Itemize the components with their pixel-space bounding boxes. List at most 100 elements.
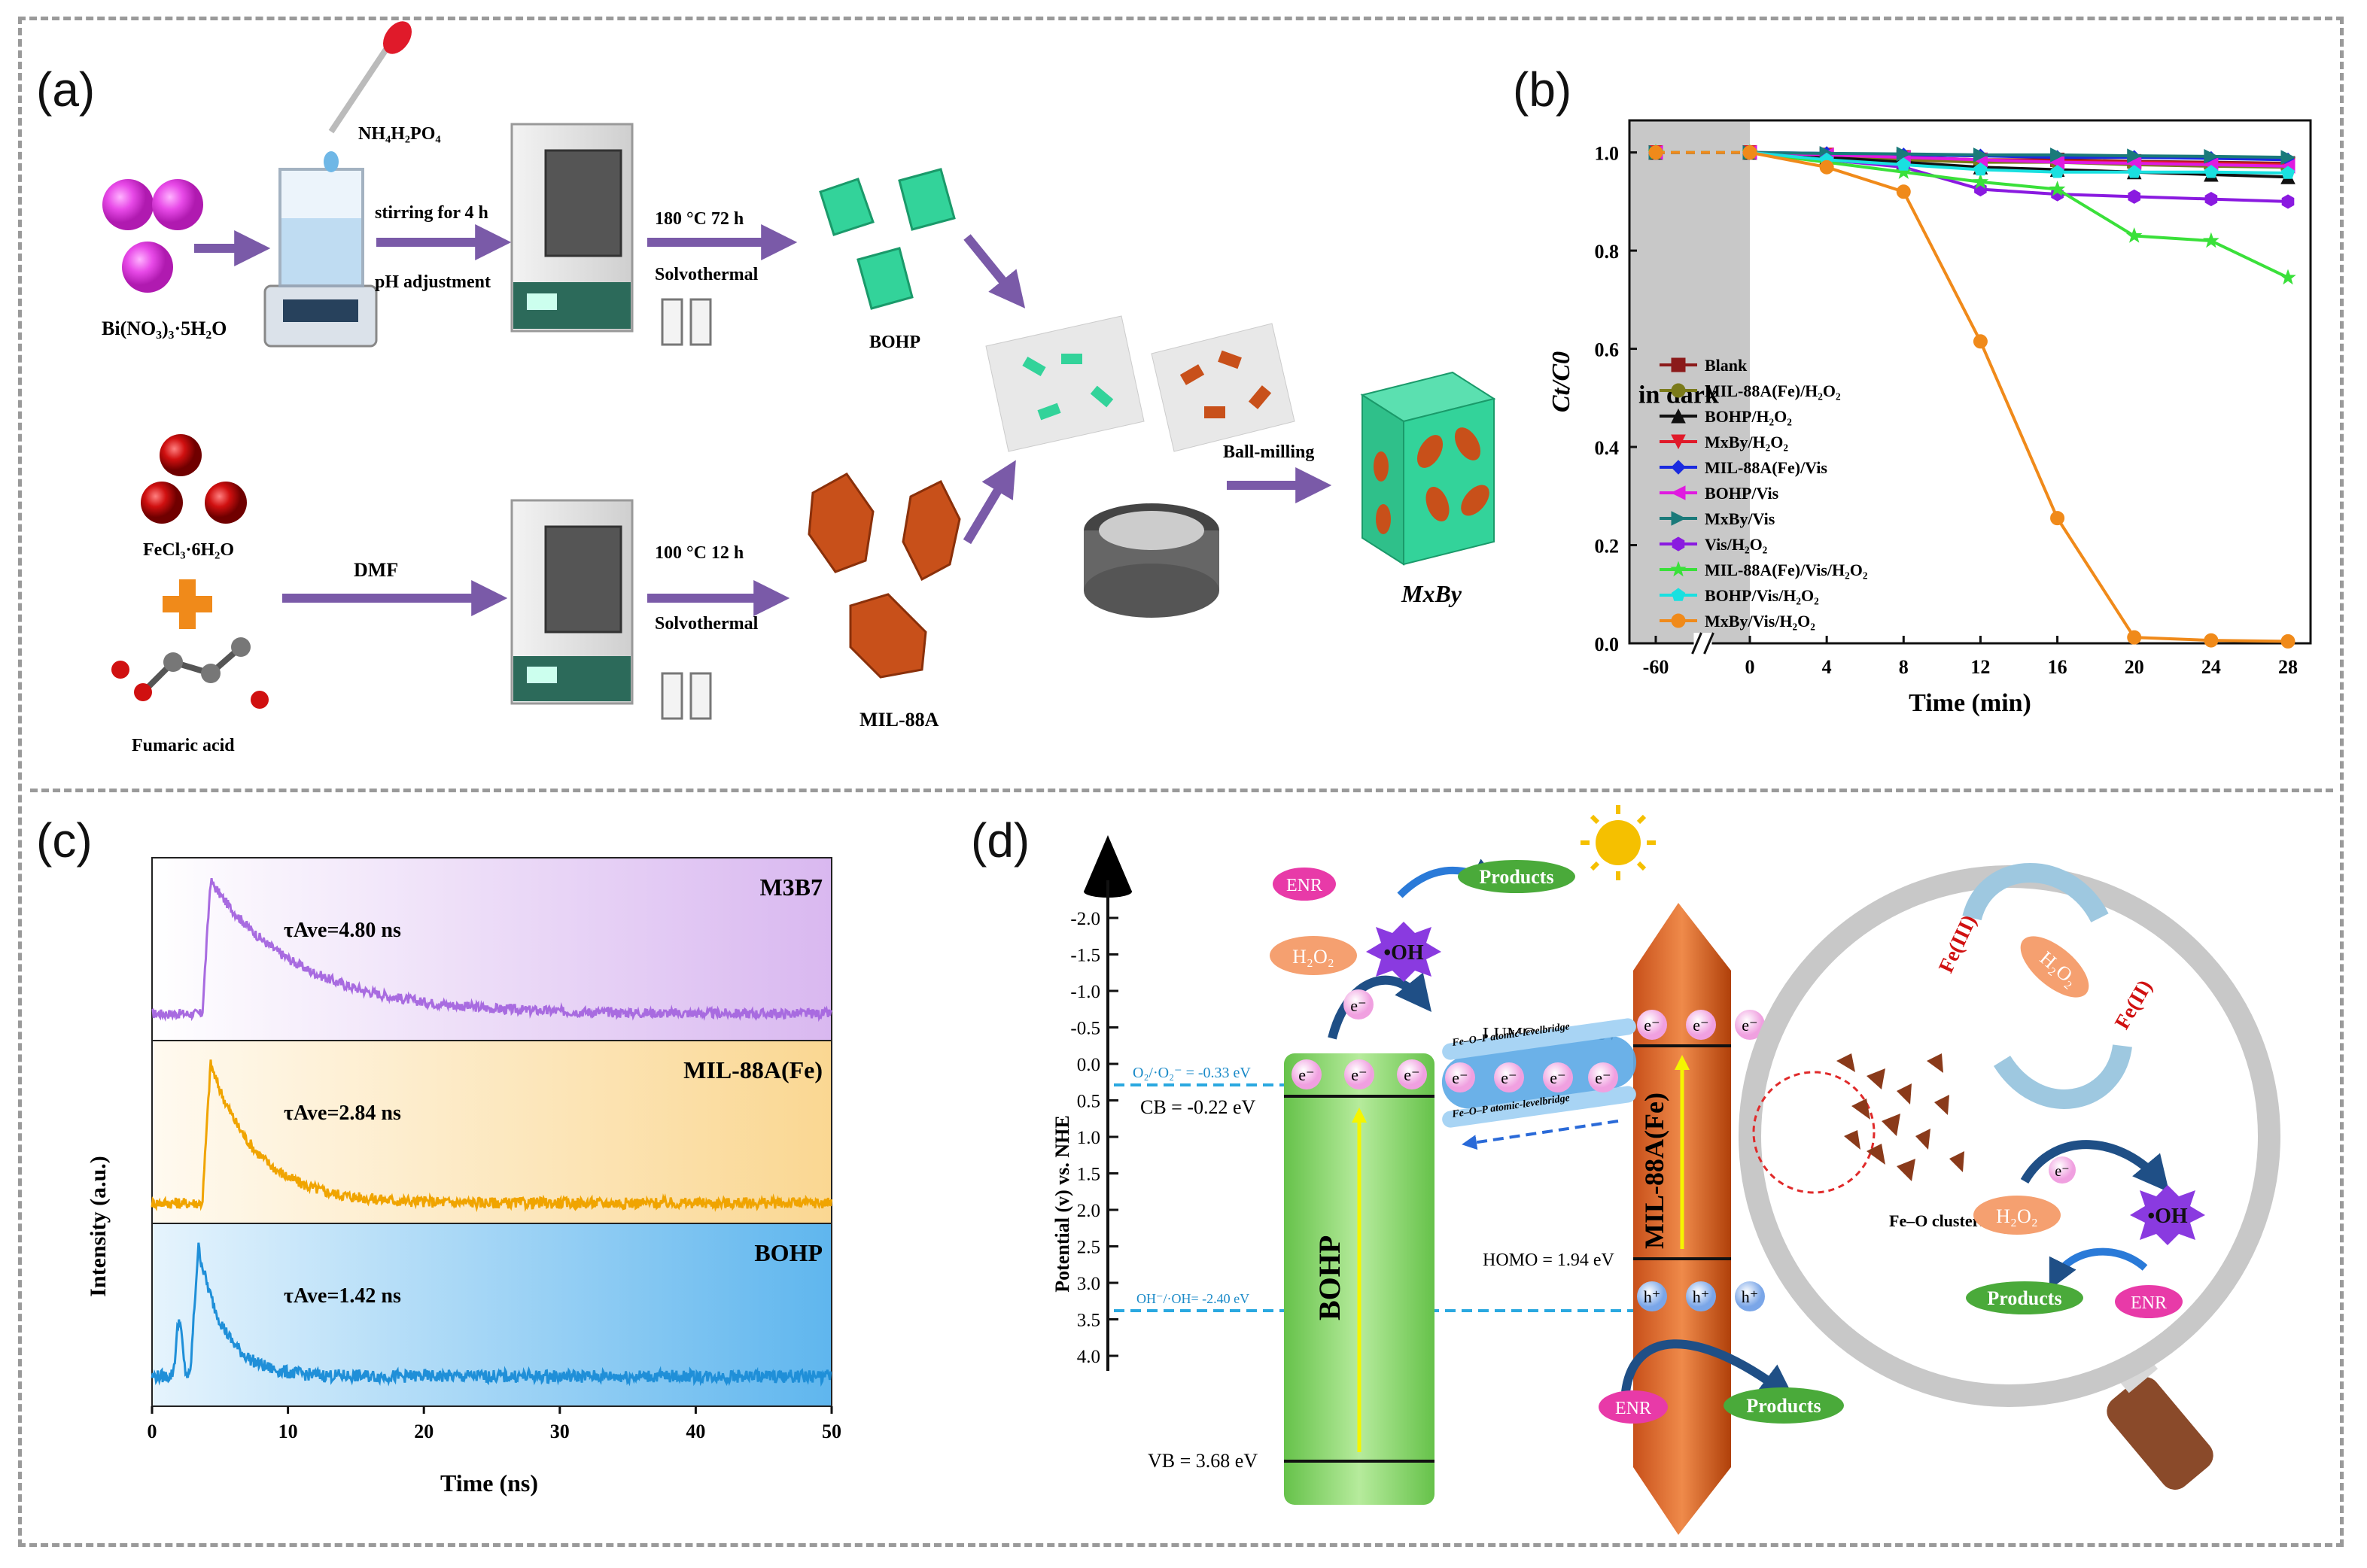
legend-marker <box>1671 383 1686 398</box>
electron-label: e⁻ <box>1452 1068 1468 1087</box>
legend-marker <box>1672 536 1685 552</box>
x-tick-label: 28 <box>2278 656 2298 678</box>
legend-entry: BOHP/Vis <box>1705 484 1779 503</box>
electron-label: e⁻ <box>1742 1016 1757 1035</box>
products-ellipse-right <box>1966 1281 2083 1314</box>
bohp-sheet-icon <box>985 315 1145 452</box>
solv2-label: Solvothermal <box>655 614 759 634</box>
sun-icon <box>1581 805 1656 880</box>
x-tick-label: 12 <box>1970 656 1990 678</box>
homo-label: HOMO = 1.94 eV <box>1483 1250 1615 1270</box>
vb-label: VB = 3.68 eV <box>1148 1450 1258 1472</box>
oven-icon-1 <box>510 123 712 346</box>
legend-entry: MIL-88A(Fe)/H₂O₂ <box>1705 381 1841 400</box>
cond2-label: 100 °C 12 h <box>655 543 744 563</box>
y-tick-label: 1.0 <box>1077 1128 1100 1148</box>
bi-salt-label: Bi(NO₃)₃·5H₂O <box>102 318 227 339</box>
electron-ball <box>1686 1010 1716 1040</box>
y-tick-label: 0.6 <box>1595 339 1620 361</box>
legend-marker <box>1671 408 1686 424</box>
y-tick-label: 2.5 <box>1077 1238 1100 1258</box>
products-label-bottom: Products <box>1746 1395 1821 1417</box>
x-tick-label: -60 <box>1643 656 1669 678</box>
electron-label-cycle: e⁻ <box>2055 1163 2069 1180</box>
nh4-label: NH₄H₂PO₄ <box>358 124 441 144</box>
ball-milling-label: Ball-milling <box>1223 442 1314 462</box>
x-tick-label: 0 <box>148 1421 157 1442</box>
legend-entry: MxBy/Vis <box>1705 509 1775 528</box>
data-point <box>2050 511 2065 526</box>
panel-label-c: (c) <box>36 813 93 868</box>
oh-radical-star-right <box>2130 1185 2205 1245</box>
data-point <box>2204 165 2218 178</box>
data-point <box>2050 165 2064 178</box>
data-point <box>2125 227 2143 243</box>
oh-radical-star-top <box>1366 922 1441 982</box>
data-point <box>2202 232 2219 248</box>
enr-ellipse-right <box>2115 1285 2183 1318</box>
products-label-right: Products <box>1987 1287 2061 1309</box>
data-point <box>2280 150 2296 165</box>
fumaric-label: Fumaric acid <box>132 736 235 755</box>
y-tick-label: 2.0 <box>1077 1201 1100 1221</box>
data-point <box>1742 145 1757 160</box>
x-tick-label: 10 <box>278 1421 298 1442</box>
hole-ball <box>1637 1281 1667 1311</box>
electron-ball-cycle <box>2049 1156 2076 1184</box>
data-point <box>1896 184 1911 199</box>
electron-label: e⁻ <box>1595 1068 1611 1087</box>
stirring-label: stirring for 4 h <box>375 203 488 223</box>
data-point <box>2128 189 2140 204</box>
data-point <box>2204 149 2219 164</box>
electron-label: e⁻ <box>1550 1068 1565 1087</box>
plus-icon <box>163 579 212 629</box>
h2o2-label-top: H₂O₂ <box>1292 946 1334 968</box>
beaker-balance-icon <box>263 21 412 348</box>
x-tick-label: 50 <box>822 1421 841 1442</box>
h2o2-ellipse-top <box>1270 936 1357 975</box>
electron-label: e⁻ <box>1404 1065 1419 1084</box>
y-tick-label: 0.4 <box>1595 437 1620 459</box>
mil-reaction-arrow <box>1621 1339 1796 1401</box>
decay-trace-2 <box>151 1242 832 1387</box>
electron-ball <box>1494 1062 1524 1092</box>
axis-break-mark <box>1703 632 1714 655</box>
electron-ball <box>1445 1062 1475 1092</box>
bohp-label: BOHP <box>869 333 920 352</box>
bohp-crystals-icon <box>819 168 956 310</box>
hole-label: h⁺ <box>1644 1287 1661 1306</box>
bohp-bar-label: BOHP <box>1313 1235 1346 1320</box>
panel-c-xlabel: Time (ns) <box>440 1469 538 1497</box>
data-point <box>1897 157 1911 171</box>
h2o2-ellipse-cycle <box>2020 936 2089 998</box>
y-tick-label: -0.5 <box>1070 1019 1100 1039</box>
legend-marker <box>1671 613 1686 628</box>
y-tick-label: 0.5 <box>1077 1092 1100 1112</box>
figure-border <box>18 17 2344 1547</box>
cluster-label: Fe–O clusters <box>1889 1211 1986 1230</box>
data-point <box>2281 194 2295 209</box>
data-point <box>1819 160 1834 175</box>
hole-ball <box>1686 1281 1716 1311</box>
series-line <box>1749 150 2289 175</box>
mil-bar-label: MIL-88A(Fe) <box>1639 1092 1669 1249</box>
electron-label: e⁻ <box>1693 1016 1708 1035</box>
hole-label: h⁺ <box>1693 1287 1710 1306</box>
data-point <box>2127 630 2142 645</box>
cond1-label: 180 °C 72 h <box>655 209 744 229</box>
enr-label-top: ENR <box>1286 876 1322 895</box>
fecl3-label: FeCl₃·6H₂O <box>143 540 234 560</box>
fe-o-cluster-icon <box>1836 1053 1964 1181</box>
fe-salt-spheres-icon <box>141 434 247 524</box>
hole-label: h⁺ <box>1742 1287 1759 1306</box>
enr-ellipse-bottom <box>1599 1390 1668 1424</box>
series-line <box>1749 150 2289 643</box>
panel-label-d: (d) <box>971 813 1030 868</box>
x-tick-label: 8 <box>1899 656 1909 678</box>
panel-c-ylabel: Intensity (a.u.) <box>86 1156 111 1297</box>
y-tick-label: -1.0 <box>1070 982 1100 1002</box>
cycle-products-arrow <box>2049 1247 2148 1290</box>
legend-entry: MIL-88A(Fe)/Vis <box>1705 458 1827 477</box>
y-tick-label: 0.8 <box>1595 241 1620 263</box>
